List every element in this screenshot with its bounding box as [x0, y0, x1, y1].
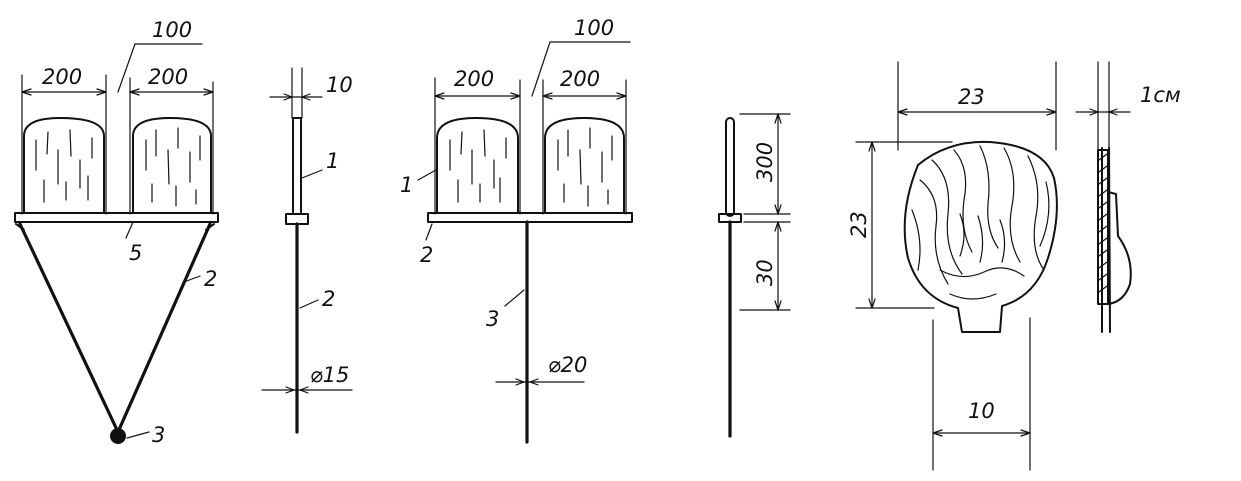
right-flag-cloth	[544, 117, 625, 214]
dim-gap-label: 100	[574, 16, 614, 40]
dimension-arrows	[515, 378, 539, 386]
paddle-side-blade	[1097, 149, 1109, 305]
dim-width-label: 23	[958, 85, 985, 109]
label-frame: 5	[129, 241, 142, 265]
dim-width-left-label: 200	[42, 65, 82, 89]
figure-6-paddle-side: 1см	[1075, 61, 1181, 333]
label-bar: 2	[420, 243, 433, 267]
dim-thickness-label: 1см	[1140, 83, 1181, 107]
paddle-outline	[903, 140, 1058, 333]
dim-diameter-label: ⌀20	[548, 353, 587, 377]
label-5-leader	[125, 221, 134, 239]
triangle-frame	[18, 222, 212, 434]
label-top: 1	[326, 149, 339, 173]
dim-gap-label: 100	[152, 18, 192, 42]
dim-upper-label: 300	[753, 142, 777, 182]
dim-width-right-label: 200	[560, 67, 600, 91]
side-hatching	[1098, 153, 1108, 293]
label-pole: 2	[204, 267, 217, 291]
dimension-arrows	[129, 88, 214, 96]
flag-bar	[427, 212, 633, 223]
label-2-leader	[425, 223, 433, 241]
dimension-arrows	[283, 93, 311, 101]
gap-leader-line	[531, 41, 631, 97]
label-3-leader	[504, 289, 525, 307]
frame-brackets	[15, 223, 215, 231]
dimension-arrows	[1089, 108, 1118, 116]
label-ball: 3	[152, 423, 165, 447]
label-cloth: 1	[400, 173, 413, 197]
left-flag-cloth	[23, 117, 105, 214]
label-1-leader	[301, 169, 323, 179]
dimension-arrows	[868, 141, 876, 309]
flag-bar	[14, 212, 219, 223]
side-rod	[1108, 147, 1111, 333]
gap-leader-line	[117, 43, 203, 93]
label-rod: 2	[322, 287, 335, 311]
dimension-arrows	[434, 92, 521, 100]
upper-rod	[725, 117, 735, 217]
dim-neck-label: 10	[968, 399, 995, 423]
dim-top-label: 10	[326, 73, 353, 97]
figure-2-rod: 10 1 2 ⌀15	[261, 67, 353, 434]
dimension-arrows	[932, 429, 1031, 437]
dimension-arrows	[21, 88, 107, 96]
dim-lower-label: 30	[753, 259, 777, 286]
dim-width-right-label: 200	[148, 65, 188, 89]
figure-1-flag-assembly: 200 200 100 5 3 2	[14, 18, 219, 447]
dim-height-label: 23	[847, 211, 871, 238]
label-pole: 3	[486, 307, 499, 331]
label-3-leader	[126, 431, 150, 439]
upper-rod	[292, 117, 302, 215]
wood-grain	[911, 145, 1050, 300]
right-flag-cloth	[132, 117, 212, 214]
label-2-leader	[183, 275, 201, 283]
side-handle-bulge	[1107, 191, 1132, 305]
cloth-texture	[449, 127, 613, 207]
figure-5-paddle-front: 23 23 10	[847, 61, 1058, 471]
dimension-arrows	[285, 386, 309, 394]
cloth-texture	[35, 127, 201, 207]
label-2-leader	[299, 299, 319, 309]
dimension-arrows	[542, 92, 627, 100]
figure-3-flag-pole: 200 200 100 1 2 3 ⌀20	[400, 16, 633, 444]
weight-ball	[110, 428, 126, 444]
dim-width-left-label: 200	[454, 67, 494, 91]
dim-diameter-label: ⌀15	[310, 363, 349, 387]
dimension-arrows	[897, 108, 1057, 116]
dimension-arrows	[774, 113, 782, 215]
dimension-arrows	[774, 221, 782, 311]
figure-4-pole-dimensions: 300 30	[718, 113, 791, 438]
left-flag-cloth	[436, 117, 519, 214]
label-1-leader	[417, 169, 437, 181]
